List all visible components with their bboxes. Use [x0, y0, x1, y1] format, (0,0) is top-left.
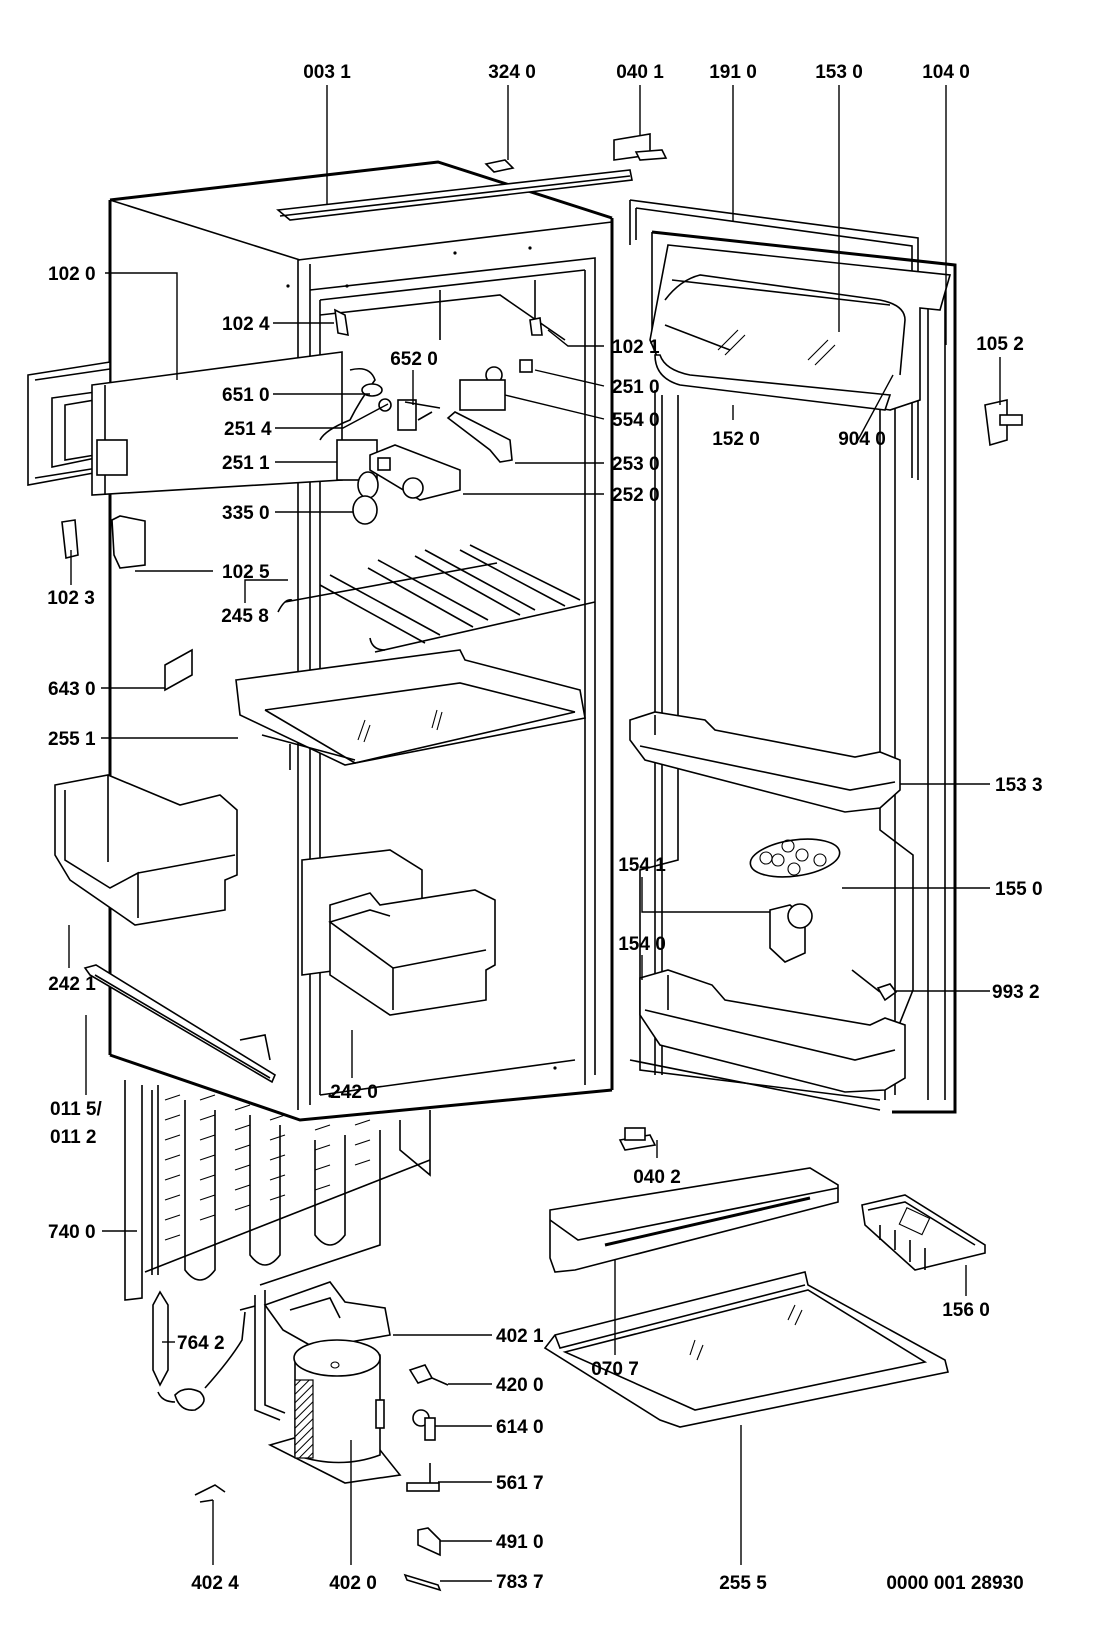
part-label-1025: 102 5: [222, 562, 270, 583]
part-label-2555: 255 5: [719, 1573, 767, 1594]
compressor: [254, 1290, 402, 1484]
part-label-1021: 102 1: [612, 337, 660, 358]
part-label-2530: 253 0: [612, 454, 660, 475]
lamp-holder: [397, 399, 441, 431]
part-label-5617: 561 7: [496, 1473, 544, 1494]
overload-protector: [406, 1463, 440, 1492]
part-label-1520: 152 0: [712, 429, 760, 450]
part-label-6140: 614 0: [496, 1417, 544, 1438]
lamp: [361, 383, 383, 397]
part-label-1560: 156 0: [942, 1300, 990, 1321]
condenser: [124, 1080, 431, 1301]
hinge-cover: [111, 515, 146, 569]
bottle-retainer: [769, 903, 813, 963]
part-label-1023: 102 3: [47, 588, 95, 609]
top-cover-trim: [276, 169, 633, 221]
part-label-5540: 554 0: [612, 410, 660, 431]
bracket-1024: [334, 308, 349, 337]
part-label-6430: 643 0: [48, 679, 96, 700]
part-label-9932: 993 2: [992, 982, 1040, 1003]
part-label-2458: 245 8: [221, 606, 269, 627]
part-label-4021: 402 1: [496, 1326, 544, 1347]
compressor-bracket: [263, 1281, 391, 1349]
upper-hinge-bracket: [613, 133, 668, 161]
control-knob: [352, 495, 378, 525]
freezer-compartment-door: [27, 351, 343, 496]
glass-shelf-2555: [543, 1271, 949, 1428]
part-label-4200: 420 0: [496, 1375, 544, 1396]
part-label-7837: 783 7: [496, 1572, 544, 1593]
base-trim: [83, 964, 277, 1084]
part-label-0031: 003 1: [303, 62, 351, 83]
part-label-0707: 070 7: [591, 1359, 639, 1380]
part-label-2511: 251 1: [222, 453, 270, 474]
plate: [164, 648, 193, 692]
part-label-0112: 011 2: [50, 1127, 97, 1148]
part-label-1541: 154 1: [618, 855, 666, 876]
egg-tray: [749, 838, 841, 878]
part-label-6520: 652 0: [390, 349, 438, 370]
part-label-1052: 105 2: [976, 334, 1024, 355]
part-label-3240: 324 0: [488, 62, 536, 83]
part-label-2421: 242 1: [48, 974, 96, 995]
part-label-7642: 764 2: [177, 1333, 225, 1354]
cover-cap: [417, 1527, 441, 1557]
cover-plate: [519, 359, 533, 373]
bracket-1021: [529, 317, 543, 336]
part-label-4020: 402 0: [329, 1573, 377, 1594]
thermostat: [459, 366, 506, 411]
part-label-1550: 155 0: [995, 879, 1043, 900]
ice-cube-tray: [861, 1194, 986, 1271]
sensor: [851, 969, 898, 1002]
crisper-drawer-2421: [54, 774, 238, 926]
part-label-2510: 251 0: [612, 377, 660, 398]
filter-drier: [152, 1290, 256, 1412]
leader-lines: [68, 85, 1001, 1582]
cable: [403, 1573, 442, 1592]
control-housing: [319, 367, 461, 501]
part-label-2420: 242 0: [330, 1082, 378, 1103]
part-label-4024: 402 4: [191, 1573, 239, 1594]
part-label-1910: 191 0: [709, 62, 757, 83]
glass-shelf-2551: [235, 649, 586, 770]
clip-324: [484, 159, 515, 173]
part-label-1040: 104 0: [922, 62, 970, 83]
part-label-0115: 011 5/: [50, 1099, 102, 1120]
ventilation-grille: [549, 1167, 839, 1273]
connector: [408, 1364, 449, 1386]
part-label-0402: 040 2: [633, 1167, 681, 1188]
part-label-9040: 904 0: [838, 429, 886, 450]
part-label-1530: 153 0: [815, 62, 863, 83]
evaporator-grid: [277, 544, 596, 653]
part-label-1533: 153 3: [995, 775, 1043, 796]
part-label-2520: 252 0: [612, 485, 660, 506]
middle-door-shelf: [629, 711, 901, 813]
part-label-1024: 102 4: [222, 314, 270, 335]
hinge: [61, 519, 79, 559]
part-label-7400: 740 0: [48, 1222, 96, 1243]
clip-4024: [194, 1484, 226, 1503]
part-label-2551: 255 1: [48, 729, 96, 750]
relay: [412, 1409, 436, 1441]
part-label-6510: 651 0: [222, 385, 270, 406]
handle-bracket: [984, 398, 1023, 447]
upper-door-shelf: [649, 244, 952, 411]
control-strip: [446, 411, 513, 463]
part-label-1020: 102 0: [48, 264, 96, 285]
lower-hinge-bracket: [618, 1127, 657, 1151]
part-label-3350: 335 0: [222, 503, 270, 524]
crisper-drawer-2420: [301, 849, 496, 1016]
document-number: 0000 001 28930: [886, 1573, 1023, 1594]
bottle-shelf: [639, 969, 906, 1093]
part-label-4910: 491 0: [496, 1532, 544, 1553]
part-label-0401: 040 1: [616, 62, 664, 83]
part-label-1540: 154 0: [618, 934, 666, 955]
part-label-2514: 251 4: [224, 419, 272, 440]
